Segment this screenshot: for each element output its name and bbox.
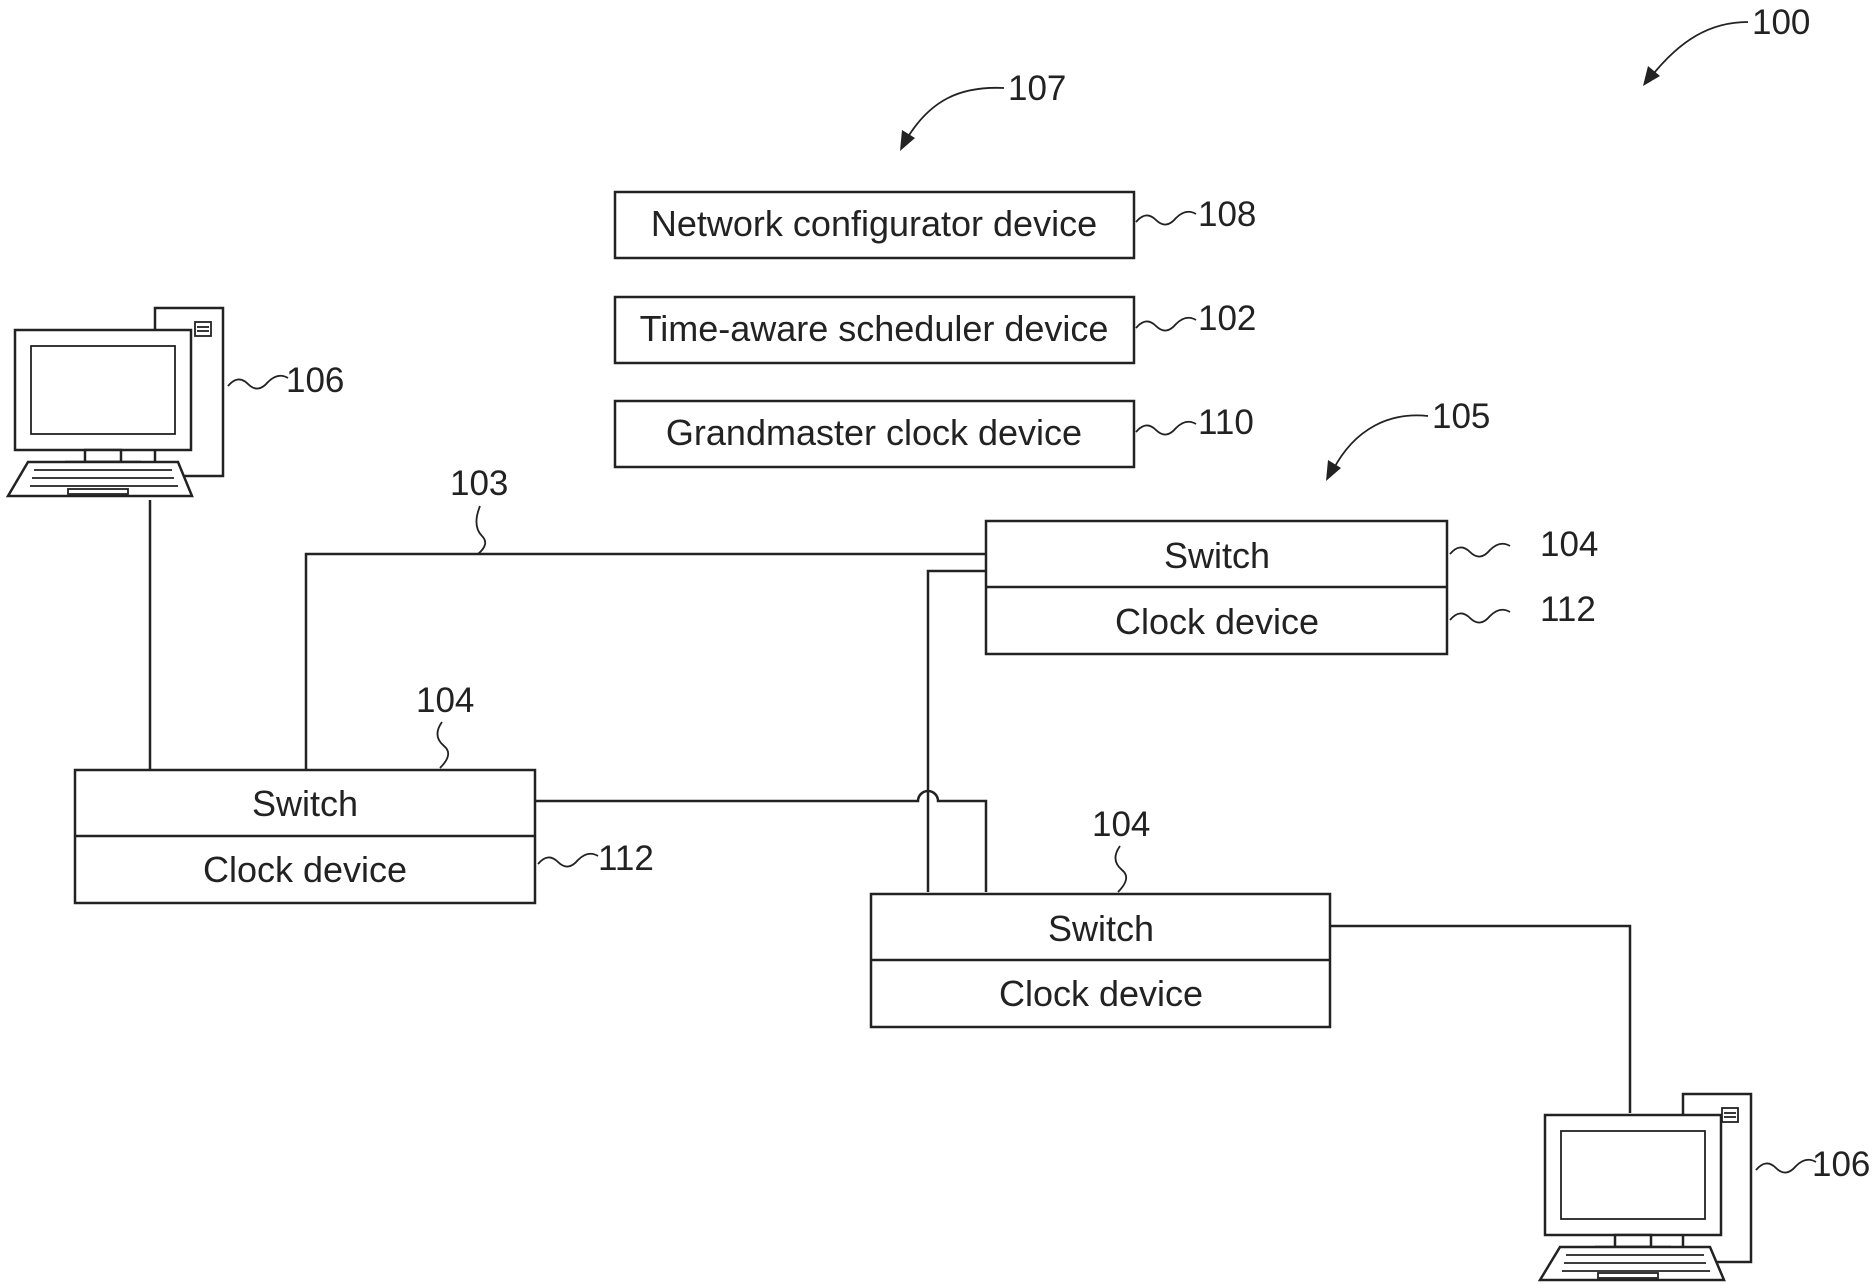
- time-aware-scheduler-device: Time-aware scheduler device: [615, 297, 1134, 363]
- clock-label-left: Clock device: [203, 849, 407, 890]
- link-upper-switch-to-bottom-switch: [928, 571, 986, 892]
- switch-unit-left: Switch Clock device: [75, 770, 535, 903]
- switch-unit-bottom: Switch Clock device: [871, 894, 1330, 1027]
- ref-107: 107: [1008, 69, 1066, 108]
- ref-108-leader: [1136, 212, 1196, 225]
- ref-106-left: 106: [286, 361, 344, 400]
- ref-106-leader-right: [1756, 1160, 1816, 1173]
- ref-106-leader-left: [228, 376, 288, 389]
- ref-104-upper: 104: [1540, 525, 1598, 564]
- ref-106-right: 106: [1812, 1145, 1870, 1184]
- switch-label-bottom: Switch: [1048, 908, 1154, 949]
- switch-label-left: Switch: [252, 783, 358, 824]
- computer-monitor-right: [1545, 1115, 1721, 1235]
- ref-104-leader-bottom: [1115, 846, 1126, 892]
- grandmaster-clock-device: Grandmaster clock device: [615, 401, 1134, 467]
- ref-104-leader-left: [437, 722, 448, 768]
- computer-monitor-left: [15, 330, 191, 450]
- computer-right: [1540, 1094, 1751, 1280]
- switch-label-upper-right: Switch: [1164, 535, 1270, 576]
- ref-112-leader-upper: [1450, 610, 1510, 623]
- ref-104-left: 104: [416, 681, 474, 720]
- switch-unit-upper-right: Switch Clock device: [986, 521, 1447, 654]
- link-bottom-switch-to-right-computer: [1330, 926, 1630, 1113]
- ref-105-arrow: [1333, 415, 1428, 470]
- ref-103: 103: [450, 464, 508, 503]
- ref-100: 100: [1752, 3, 1810, 42]
- time-aware-scheduler-label: Time-aware scheduler device: [640, 308, 1109, 349]
- ref-107-arrowhead: [900, 130, 915, 151]
- ref-110-leader: [1136, 422, 1196, 435]
- ref-107-arrow: [906, 88, 1004, 140]
- ref-112-leader-left: [538, 854, 598, 867]
- ref-105-arrowhead: [1326, 460, 1341, 481]
- ref-103-leader: [476, 506, 485, 554]
- ref-102: 102: [1198, 299, 1256, 338]
- network-configurator-device: Network configurator device: [615, 192, 1134, 258]
- network-configurator-label: Network configurator device: [651, 203, 1097, 244]
- clock-label-bottom: Clock device: [999, 973, 1203, 1014]
- ref-104-leader-upper: [1450, 544, 1510, 557]
- ref-105: 105: [1432, 397, 1490, 436]
- ref-100-arrow: [1650, 22, 1748, 78]
- ref-102-leader: [1136, 318, 1196, 331]
- link-103: [306, 554, 986, 770]
- ref-112-left: 112: [598, 839, 654, 878]
- grandmaster-clock-label: Grandmaster clock device: [666, 412, 1082, 453]
- ref-112-upper: 112: [1540, 590, 1596, 629]
- ref-108: 108: [1198, 195, 1256, 234]
- clock-label-upper-right: Clock device: [1115, 601, 1319, 642]
- ref-110: 110: [1198, 403, 1254, 442]
- computer-left: [8, 308, 223, 496]
- ref-104-bottom: 104: [1092, 805, 1150, 844]
- computer-keyboard-left: [8, 462, 192, 496]
